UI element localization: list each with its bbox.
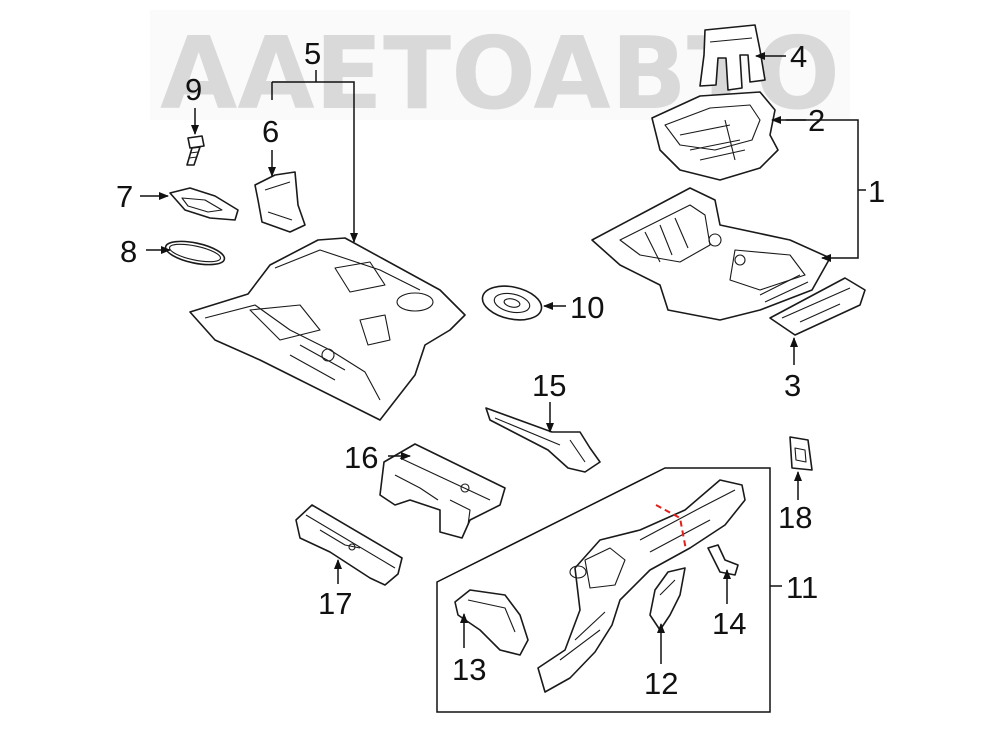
- part-13-bracket: [454, 589, 529, 656]
- callout-10: 10: [570, 290, 604, 325]
- part-8-ring: [164, 240, 226, 266]
- callout-5: 5: [304, 36, 321, 71]
- callout-9: 9: [185, 72, 202, 107]
- callout-8: 8: [120, 234, 137, 269]
- callout-3: 3: [784, 368, 801, 403]
- callout-17: 17: [318, 586, 352, 621]
- part-11-rail-assembly: [537, 479, 746, 693]
- callout-18: 18: [778, 500, 812, 535]
- callout-2: 2: [808, 103, 825, 138]
- leader-lines: [140, 52, 866, 664]
- part-18-patch: [789, 436, 813, 471]
- callout-15: 15: [532, 368, 566, 403]
- part-16-crossmember: [379, 443, 506, 539]
- callout-14: 14: [712, 606, 746, 641]
- callout-11: 11: [786, 570, 818, 605]
- callout-4: 4: [790, 39, 807, 74]
- callout-16: 16: [344, 440, 378, 475]
- callout-labels: 1 2 3 4 5 6 7 8 9 10 11 12 13 14 15 16 1…: [116, 36, 885, 701]
- part-12-panel: [649, 567, 686, 631]
- callout-12: 12: [644, 666, 678, 701]
- part-14-clip: [707, 544, 739, 576]
- part-2-floor-pan-upper: [651, 91, 779, 181]
- callout-13: 13: [452, 652, 486, 687]
- part-1-rear-floor: [591, 187, 831, 321]
- group-11-box: [436, 467, 771, 713]
- part-7-gasket: [169, 187, 239, 221]
- part-6-bracket: [254, 171, 306, 233]
- part-15-rail: [485, 407, 601, 473]
- callout-6: 6: [262, 114, 279, 149]
- callout-7: 7: [116, 179, 133, 214]
- part-5-main-floor: [189, 237, 466, 421]
- part-9-bolt: [186, 135, 205, 166]
- part-10-plug: [481, 285, 543, 321]
- part-17-crossmember: [295, 504, 403, 586]
- callout-1: 1: [868, 174, 885, 209]
- part-4-bracket: [699, 24, 766, 91]
- part-3-rear-panel: [769, 277, 866, 336]
